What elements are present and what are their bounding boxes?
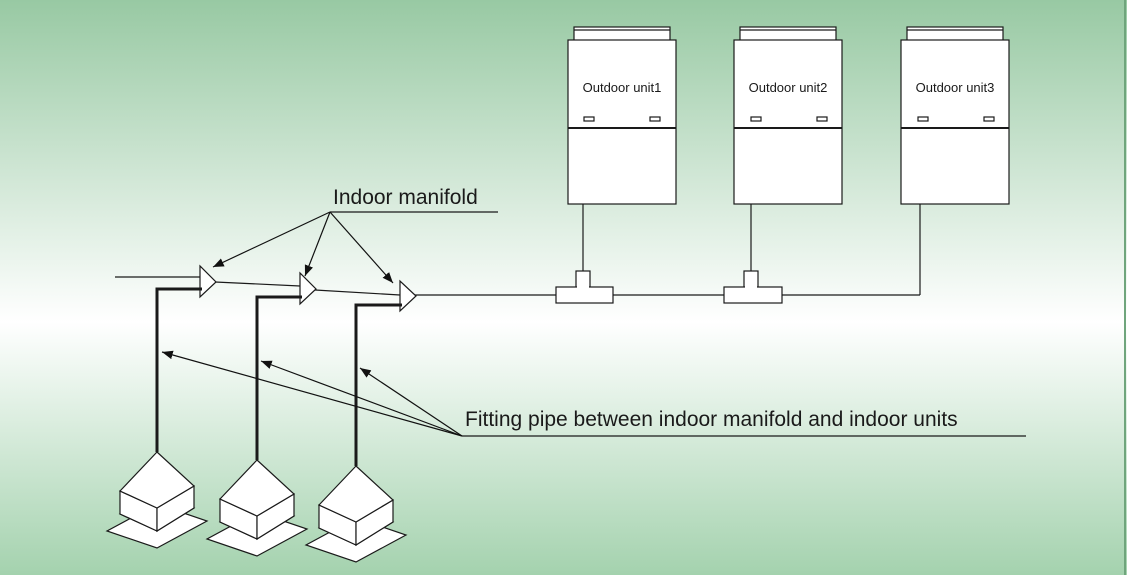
outdoor-unit-icon <box>567 26 677 205</box>
outdoor-unit-label: Outdoor unit1 <box>583 80 662 95</box>
tee-joint-2 <box>723 270 783 304</box>
manifold-1 <box>199 264 217 299</box>
fitting-pipe-leader-lines <box>161 350 463 437</box>
fitting-pipe-label: Fitting pipe between indoor manifold and… <box>465 408 958 431</box>
indoor-manifold-leader-lines <box>212 211 394 284</box>
outdoor-unit-icon <box>900 26 1010 205</box>
outdoor-unit-label: Outdoor unit3 <box>916 80 995 95</box>
tee-joint-icon <box>555 270 614 304</box>
outdoor-unit-1: Outdoor unit1 <box>567 26 677 205</box>
indoor-unit-2 <box>205 459 309 557</box>
outdoor-unit-3: Outdoor unit3 <box>900 26 1010 205</box>
manifold-arrow-icon <box>299 271 317 306</box>
outdoor-unit-2: Outdoor unit2 <box>733 26 843 205</box>
indoor-unit-3 <box>304 465 408 563</box>
outdoor-unit-label: Outdoor unit2 <box>749 80 828 95</box>
ceiling-cassette-indoor-unit-icon <box>105 451 209 549</box>
ceiling-cassette-indoor-unit-icon <box>205 459 309 557</box>
tee-joint-icon <box>723 270 783 304</box>
main-pipe <box>115 204 921 296</box>
indoor-manifold-label: Indoor manifold <box>333 186 478 209</box>
manifold-3 <box>399 279 417 313</box>
manifold-2 <box>299 271 317 306</box>
ceiling-cassette-indoor-unit-icon <box>304 465 408 563</box>
manifold-arrow-icon <box>399 279 417 313</box>
branch-pipes <box>155 287 402 466</box>
manifold-arrow-icon <box>199 264 217 299</box>
tee-joint-1 <box>555 270 614 304</box>
outdoor-unit-icon <box>733 26 843 205</box>
indoor-unit-1 <box>105 451 209 549</box>
